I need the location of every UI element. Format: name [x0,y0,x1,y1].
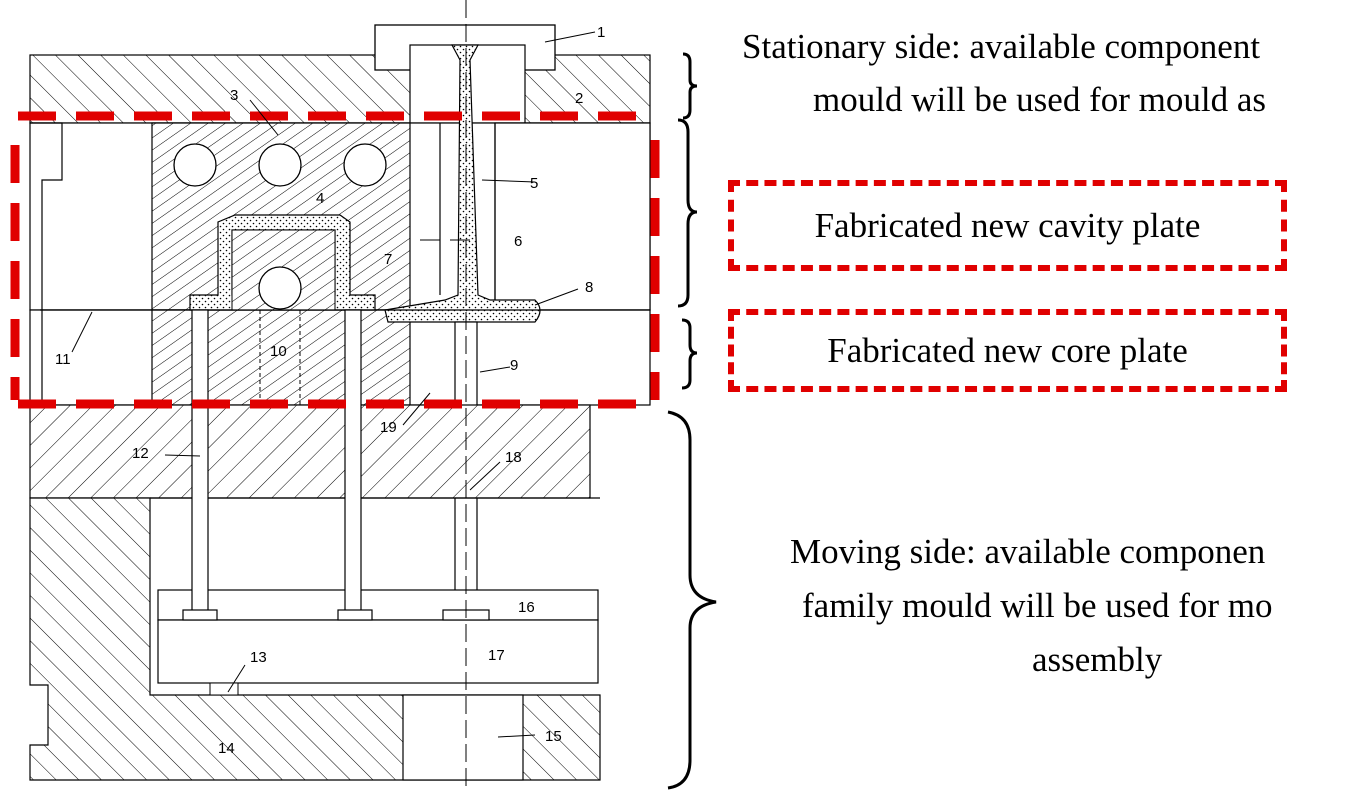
core-plate-label: Fabricated new core plate [827,330,1188,370]
leader-lines [71,31,596,738]
part-labels: 1 2 3 4 5 6 7 8 9 10 11 12 13 14 15 16 1… [55,24,605,757]
label-5: 5 [530,175,538,192]
stationary-caption-line2: mould will be used for mould as [813,80,1267,119]
ejector-pins [182,309,490,621]
label-18: 18 [505,449,522,466]
brace-cavity [677,118,698,308]
brace-moving [667,410,717,790]
label-13: 13 [250,649,267,666]
support-plate [29,404,591,499]
moving-caption-line2: family mould will be used for mo [802,586,1273,625]
cavity-plate-box: Fabricated new cavity plate [728,180,1287,271]
label-16: 16 [518,599,535,616]
label-9: 9 [510,357,518,374]
moving-caption-line1: Moving side: available componen [790,532,1266,571]
label-7: 7 [384,251,392,268]
highlight-lines [10,111,660,409]
label-17: 17 [488,647,505,664]
core-plate-area [29,309,651,406]
ejector-plate [157,619,599,684]
label-10: 10 [270,343,287,360]
label-19: 19 [380,419,397,436]
label-8: 8 [585,279,593,296]
core-plate-box: Fabricated new core plate [728,309,1287,392]
label-15: 15 [545,728,562,745]
stationary-caption-line1: Stationary side: available component [742,27,1261,66]
cavity-plate-label: Fabricated new cavity plate [814,205,1201,245]
moving-caption-line3: assembly [1032,640,1163,679]
label-1: 1 [597,24,605,41]
cooling-channels [173,143,387,310]
label-11: 11 [55,351,71,368]
sprue [384,44,541,323]
label-3: 3 [230,87,238,104]
label-6: 6 [514,233,522,250]
label-14: 14 [218,740,235,757]
brace-core [681,318,698,390]
brace-stationary [682,52,698,120]
label-2: 2 [575,90,583,107]
locating-block [402,694,524,781]
label-12: 12 [132,445,149,462]
label-4: 4 [316,190,324,207]
